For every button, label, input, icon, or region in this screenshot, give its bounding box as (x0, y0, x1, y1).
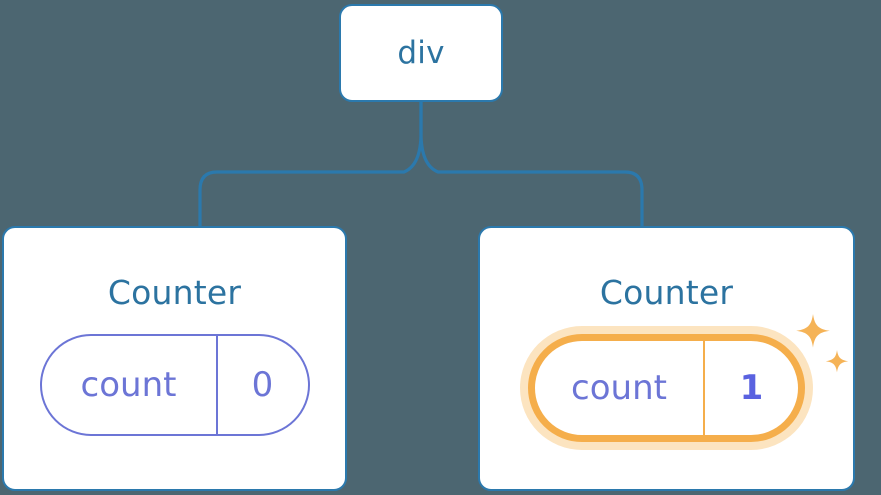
state-pill-wrapper: count 1 (528, 314, 849, 442)
node-title: Counter (107, 273, 242, 312)
sparkle-large-icon (796, 314, 830, 348)
sparkle-small-icon (825, 350, 849, 373)
state-divider (215, 336, 218, 434)
node-counter-right[interactable]: Counter count 1 (478, 226, 855, 491)
connector-edge-right (419, 98, 644, 229)
state-key: count (571, 368, 667, 408)
state-pill-wrapper: count 0 (39, 334, 310, 436)
connector-edge-left (198, 98, 423, 229)
state-key: count (80, 365, 177, 405)
node-counter-left[interactable]: Counter count 0 (2, 226, 347, 491)
state-divider (703, 341, 705, 435)
state-pill-highlighted[interactable]: count 1 (528, 334, 805, 442)
state-pill[interactable]: count 0 (39, 334, 310, 436)
node-div[interactable]: div (339, 4, 503, 102)
state-value: 0 (251, 365, 274, 405)
node-title: Counter (599, 273, 734, 312)
state-value: 1 (739, 368, 764, 408)
node-title: div (397, 34, 445, 71)
